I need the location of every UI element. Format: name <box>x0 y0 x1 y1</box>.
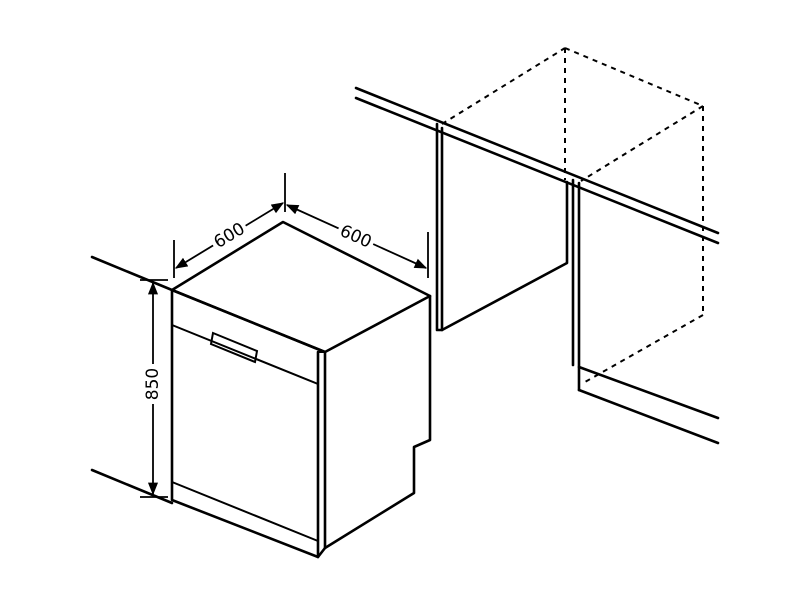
left-cabinet <box>435 122 569 332</box>
width-dimension: 600 <box>285 204 429 278</box>
kick-plate-line <box>171 481 319 542</box>
hidden-cabinet-outline <box>441 47 704 383</box>
depth-dimension: 600 <box>173 173 286 278</box>
dishwasher-top-face <box>170 220 432 354</box>
control-panel-line <box>171 324 319 385</box>
kitchen-counter <box>354 47 720 445</box>
dishwasher-side-face <box>323 294 432 550</box>
dishwasher-body <box>170 220 432 559</box>
door-handle <box>209 331 259 364</box>
dishwasher-front-face <box>170 288 320 559</box>
height-dimension: 850 <box>140 279 168 498</box>
height-label: 850 <box>143 368 163 400</box>
